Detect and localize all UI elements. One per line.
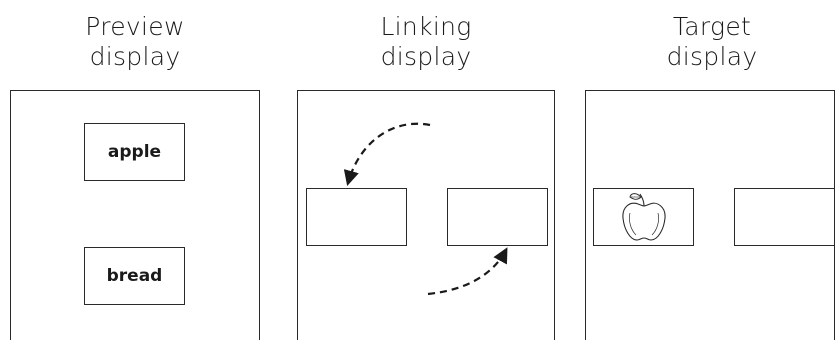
linking-slot-right (447, 188, 548, 246)
preview-title-line-1: Preview (85, 12, 185, 41)
target-title-line-2: display (666, 42, 758, 71)
dashed-arrow-to-left-slot (343, 122, 431, 186)
preview-display-title: Preview display (45, 12, 225, 72)
linking-title-line-2: display (380, 42, 472, 71)
target-slot-left (593, 188, 694, 246)
preview-title-line-2: display (89, 42, 181, 71)
linking-display-panel (297, 90, 555, 340)
preview-word-bottom: bread (106, 266, 163, 286)
target-display-title: Target display (622, 12, 802, 72)
linking-title-line-1: Linking (380, 12, 472, 41)
preview-word-card-top: apple (84, 123, 185, 181)
linking-display-title: Linking display (336, 12, 516, 72)
dashed-arrow-to-right-slot (427, 247, 508, 296)
target-display-panel (585, 90, 835, 340)
preview-word-card-bottom: bread (84, 247, 185, 305)
target-slot-right (734, 188, 835, 246)
preview-display-panel: apple bread (10, 90, 260, 340)
apple-drawing-icon (622, 193, 666, 241)
linking-slot-left (306, 188, 407, 246)
preview-word-top: apple (107, 142, 162, 162)
target-title-line-1: Target (672, 12, 752, 41)
